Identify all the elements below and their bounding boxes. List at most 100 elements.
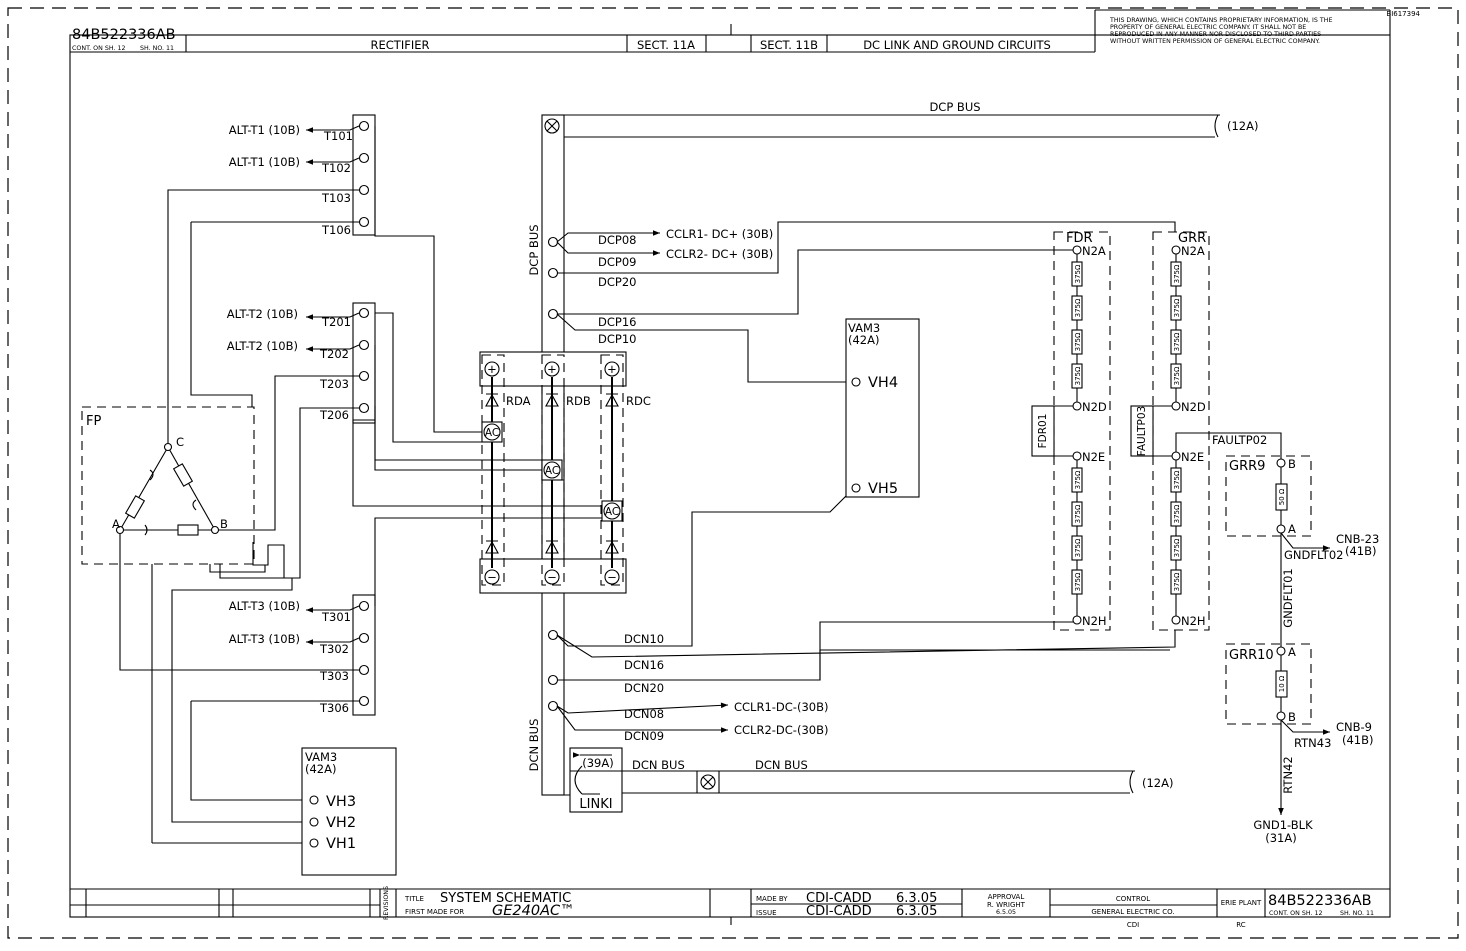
proprietary-line-3: REPRODUCED IN ANY MANNER NOR DISCLOSED T… [1110, 31, 1321, 38]
fdr-n2a: N2A [1082, 244, 1106, 258]
title-block: REVISIONS TITLE SYSTEM SCHEMATIC FIRST M… [70, 886, 1390, 929]
grr10-res: 10 Ω [1278, 675, 1286, 692]
grr-n2d: N2D [1181, 400, 1206, 414]
fdr-n2d: N2D [1082, 400, 1107, 414]
alt-t3-label-2: ALT-T3 (10B) [229, 632, 300, 646]
cclr2-dcneg: CCLR2-DC-(30B) [734, 723, 828, 737]
vam3-bottom: VAM3 (42A) VH3 VH2 VH1 [301, 747, 397, 876]
cnb23-label: CNB-23 [1336, 532, 1379, 546]
header-rectifier: RECTIFIER [371, 38, 430, 52]
title-label: TITLE [404, 895, 424, 903]
wire-t206: T206 [319, 408, 349, 422]
rdb-label: RDB [566, 394, 591, 408]
link-label: LINKI [579, 797, 612, 812]
fp-node-a: A [112, 517, 120, 531]
wire-dcp08: DCP08 [598, 233, 636, 247]
made-date: 6.3.05 [896, 891, 937, 906]
rectifier-bridge: + + + − − − AC AC AC RDA RDB RDC [479, 351, 651, 594]
header-sect-11a: SECT. 11A [637, 38, 695, 52]
header-cont-on: CONT. ON SH. 12 [72, 45, 125, 52]
vh2-label: VH2 [326, 815, 356, 831]
doc-code: BI617394 [1386, 10, 1420, 18]
ground-fault-circuit: FAULTP02 GRR9 B A 50 Ω CNB-23 (41B) GNDF… [1175, 432, 1379, 845]
grr-r5: 375Ω [1173, 470, 1181, 489]
wire-dcn16: DCN16 [624, 658, 664, 672]
wire-dcp20: DCP20 [598, 275, 636, 289]
vam3-bottom-title: VAM3 [305, 750, 337, 764]
wire-dcp09: DCP09 [598, 255, 636, 269]
ac-c: AC [605, 506, 619, 518]
wire-dcp16: DCP16 [598, 315, 636, 329]
rtn43-label: RTN43 [1294, 736, 1331, 750]
tb-cont-on: CONT. ON SH. 12 [1269, 910, 1322, 917]
fdr-n2h: N2H [1082, 614, 1107, 628]
dcn-bus-vertical-label: DCN BUS [527, 719, 541, 772]
fdr-r8: 375Ω [1074, 572, 1082, 591]
alt-t1-label-2: ALT-T1 (10B) [229, 155, 300, 169]
wire-dcn09: DCN09 [624, 729, 664, 743]
issue-label: ISSUE [756, 909, 777, 917]
issue-date: 6.3.05 [896, 904, 937, 919]
company-label: GENERAL ELECTRIC CO. [1091, 908, 1174, 916]
grr10-a: A [1288, 645, 1296, 659]
grr-n2h: N2H [1181, 614, 1206, 628]
dcn-bus-label-2: DCN BUS [755, 758, 808, 772]
wire-t301: T301 [321, 610, 351, 624]
faultp02-label: FAULTP02 [1212, 433, 1267, 447]
approver: R. WRIGHT [987, 901, 1026, 909]
approval-label: APPROVAL [988, 893, 1025, 901]
proprietary-line-1: THIS DRAWING, WHICH CONTAINS PROPRIETARY… [1109, 17, 1332, 24]
vh5-label: VH5 [868, 481, 898, 497]
vam3-top: VAM3 (42A) VH4 VH5 [845, 318, 920, 498]
ac-b: AC [545, 465, 559, 477]
rdc-label: RDC [626, 394, 651, 408]
made-by-value: CDI-CADD [806, 891, 872, 906]
wire-dcn20: DCN20 [624, 681, 664, 695]
grr-r6: 375Ω [1173, 504, 1181, 523]
tb-sheet-no: SH. NO. 11 [1340, 910, 1374, 917]
grr-r3: 375Ω [1173, 332, 1181, 351]
cclr1-dcpos: CCLR1- DC+ (30B) [666, 227, 773, 241]
dcp-taps: CCLR1- DC+ (30B) CCLR2- DC+ (30B) DCP08 … [547, 221, 1176, 383]
control-label: CONTROL [1116, 895, 1150, 903]
minus-a: − [487, 570, 497, 584]
wire-t202: T202 [319, 347, 349, 361]
ac-a: AC [485, 427, 499, 439]
title-text: SYSTEM SCHEMATIC [440, 891, 571, 906]
terminal-strip-t3: ALT-T3 (10B) ALT-T3 (10B) T301 T302 T303… [229, 594, 376, 716]
alt-t2-label-1: ALT-T2 (10B) [227, 307, 298, 321]
vam3-top-ref: (42A) [848, 333, 879, 347]
wire-t306: T306 [319, 701, 349, 715]
fdr-r5: 375Ω [1074, 470, 1082, 489]
dcp-bus-vertical-label: DCP BUS [527, 224, 541, 275]
grr-title: GRR [1178, 231, 1206, 246]
plant-label: ERIE PLANT [1221, 899, 1262, 907]
fdr-r4: 375Ω [1074, 366, 1082, 385]
dcn-bus: DCN BUS DCN BUS (12A) [542, 758, 1173, 796]
plus-c: + [607, 362, 617, 376]
fdr-r1: 375Ω [1074, 264, 1082, 283]
plus-a: + [487, 362, 497, 376]
rtn42-label: RTN42 [1281, 756, 1295, 793]
fp-label: FP [86, 414, 101, 429]
feeder-wiring [119, 126, 604, 844]
wire-t302: T302 [319, 642, 349, 656]
wire-t103: T103 [321, 191, 351, 205]
tb-dwg-number: 84B522336AB [1268, 893, 1372, 909]
grr-r2: 375Ω [1173, 298, 1181, 317]
cdi-label: CDI [1127, 921, 1139, 929]
header-sect-11b: SECT. 11B [760, 38, 818, 52]
grr-r8: 375Ω [1173, 572, 1181, 591]
vh1-label: VH1 [326, 836, 356, 852]
cnb23-ref: (41B) [1345, 544, 1377, 558]
header-sheet-no: SH. NO. 11 [140, 45, 174, 52]
grr9-res: 50 Ω [1278, 488, 1286, 505]
dcn-bus-label-1: DCN BUS [632, 758, 685, 772]
gndflt01-label: GNDFLT01 [1281, 568, 1295, 627]
fp-node-c: C [176, 435, 184, 449]
first-made-label: FIRST MADE FOR [405, 908, 464, 916]
wire-t102: T102 [321, 161, 351, 175]
dcp-bus-ref: (12A) [1227, 119, 1258, 133]
